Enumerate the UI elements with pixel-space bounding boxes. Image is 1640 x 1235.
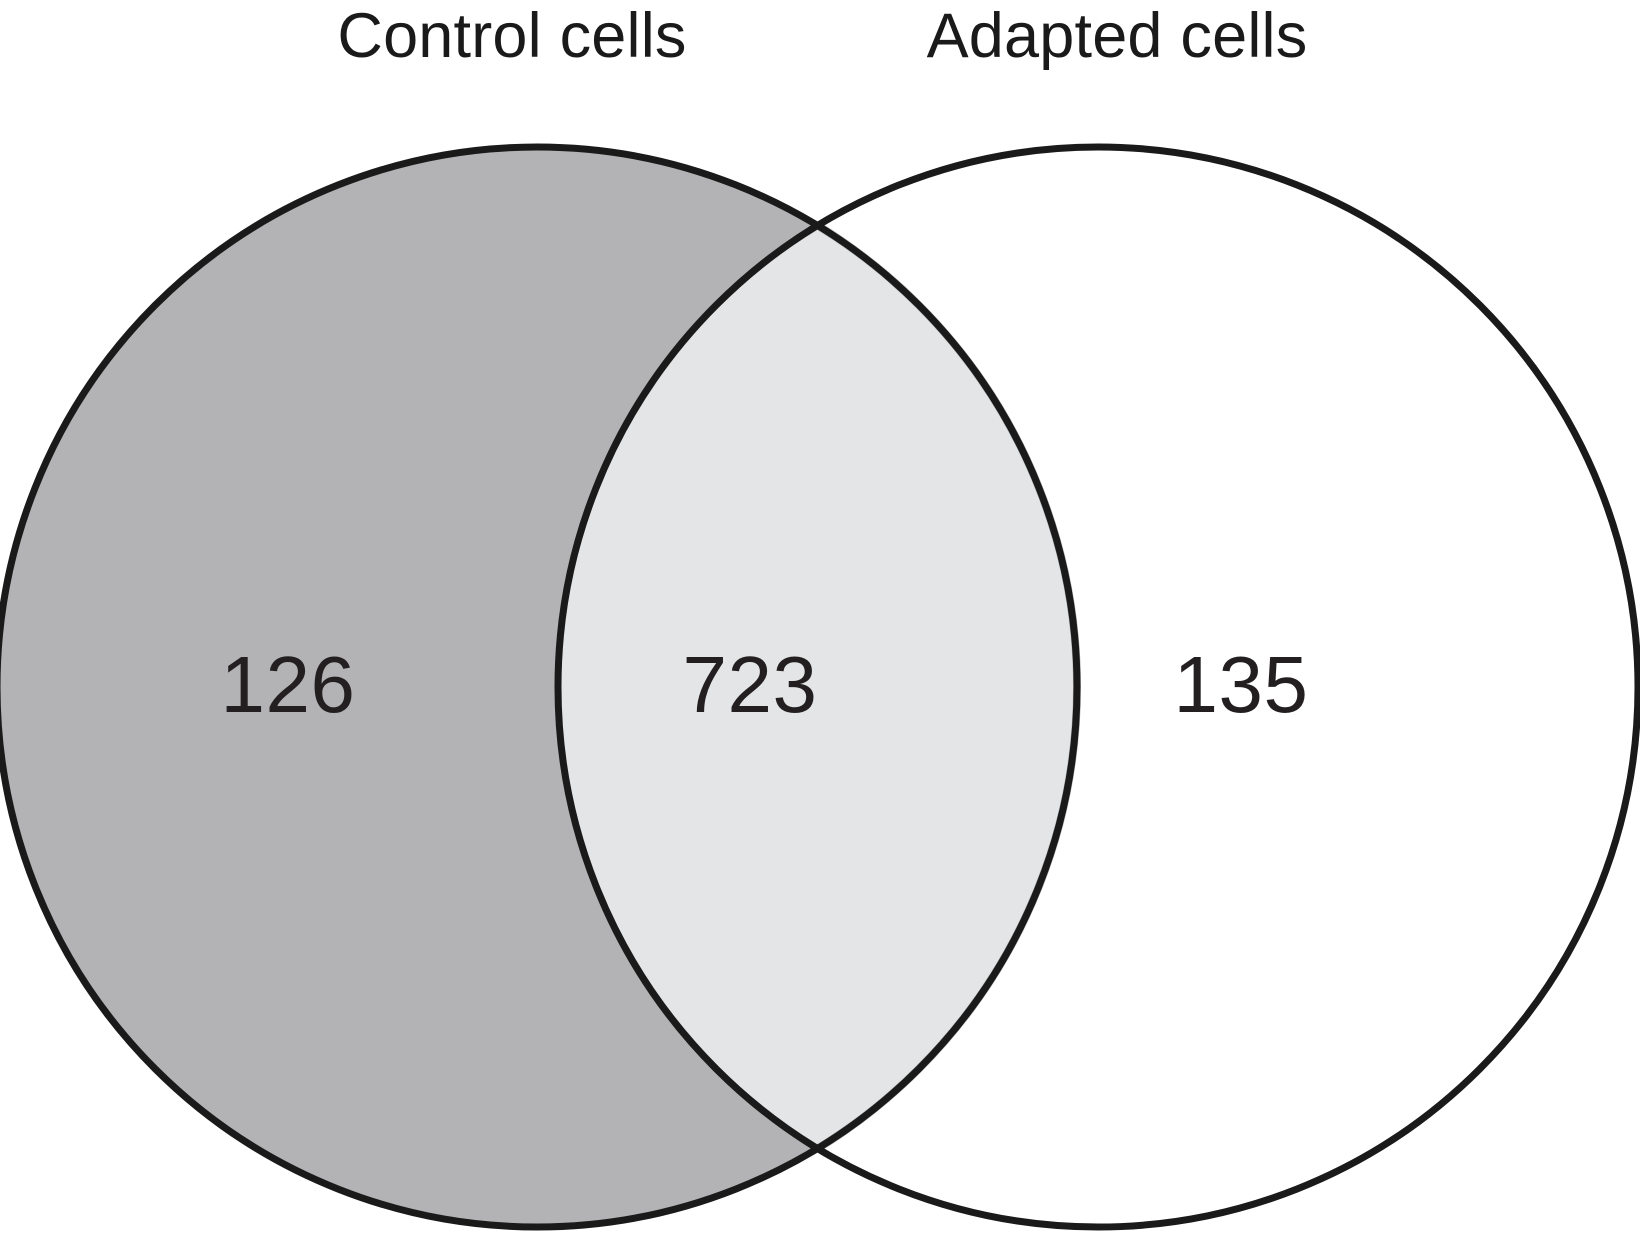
intersection-region <box>558 147 1077 1227</box>
left-set-title: Control cells <box>337 1 686 71</box>
left-set-circle-outline <box>0 143 1081 1231</box>
right-set-title: Adapted cells <box>927 1 1308 71</box>
intersection-count: 723 <box>683 640 818 729</box>
right-set-circle-outline <box>554 143 1640 1231</box>
right-only-count: 135 <box>1174 640 1309 729</box>
intersection-fill <box>558 147 1077 1227</box>
left-only-count: 126 <box>221 640 356 729</box>
